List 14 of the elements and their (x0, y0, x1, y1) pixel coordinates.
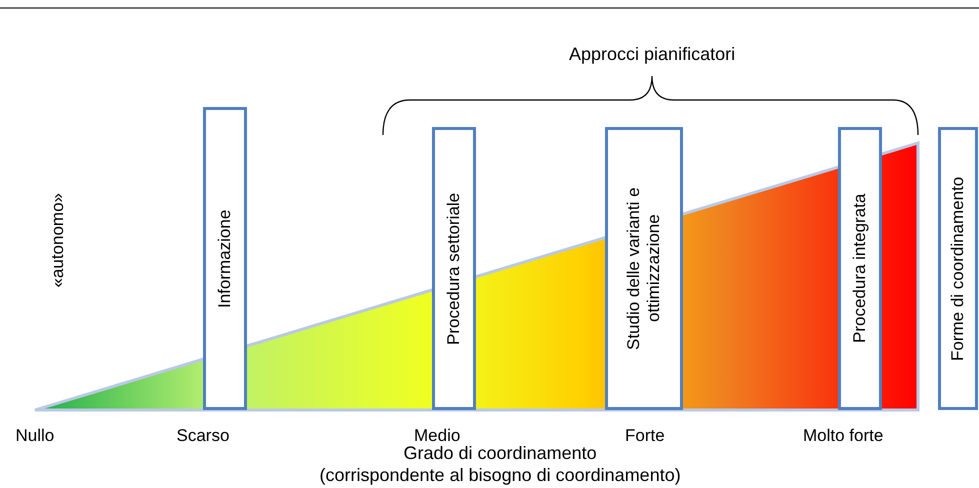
vertical-label-box: Procedura integrata (838, 127, 882, 410)
rotated-label: «autonomo» (48, 192, 68, 288)
vertical-label-box: Informazione (203, 107, 247, 410)
scale-label: Scarso (176, 426, 230, 446)
scale-label: Molto forte (803, 426, 884, 446)
bracket-label: Approcci pianificatori (569, 44, 736, 65)
scale-label: Nullo (16, 426, 54, 446)
vertical-label-box: Forme di coordinamento (938, 127, 978, 410)
scale-label: Forte (625, 426, 665, 446)
axis-title: Grado di coordinamento (404, 443, 597, 464)
axis-subtitle: (corrispondente al bisogno di coordinamento) (320, 465, 681, 486)
vertical-label-box: Studio delle varianti e ottimizzazione (605, 127, 683, 410)
vertical-label-box: Procedura settoriale (432, 127, 476, 410)
scale-label: Medio (414, 426, 460, 446)
